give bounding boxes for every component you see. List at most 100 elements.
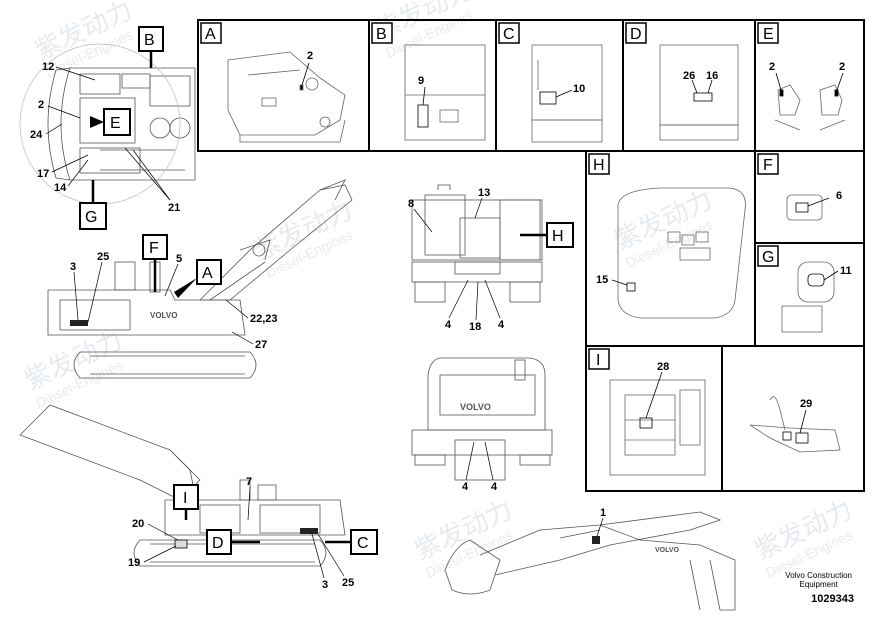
callout-29: 29 [800,398,812,410]
panel-label-E: E [757,22,779,44]
flag-F: F [142,234,168,292]
callout-front-18: 18 [469,321,481,333]
flag-C: C [325,529,378,555]
callout-front-4a: 4 [445,319,452,331]
callout-front-4b: 4 [498,319,505,331]
callout-top-14: 14 [54,182,67,194]
svg-text:B: B [144,32,155,49]
callout-B-9: 9 [418,75,424,87]
svg-text:I: I [183,490,187,507]
callout-C-10: 10 [573,83,585,95]
svg-text:H: H [552,228,564,245]
callout-top-2: 2 [38,99,44,111]
panel-label-C: C [498,22,520,44]
callout-top-24: 24 [30,129,43,141]
watermark: 紫发动力 Diesel-Engines 紫发动力 Diesel-Engines … [20,0,857,581]
svg-text:E: E [763,26,774,43]
panel-label-I: I [588,348,610,370]
callout-E-2: 2 [769,61,775,73]
flag-H: H [520,222,574,248]
svg-text:D: D [630,26,642,43]
callout-side-25: 25 [97,251,109,263]
boom-view-drawing [444,511,736,611]
callout-I-28: 28 [657,361,669,373]
flag-I: I [173,484,199,520]
panel-label-B: B [371,22,393,44]
decal-19-20 [174,539,188,549]
decal-1 [592,536,600,544]
callout-top-12: 12 [42,61,54,73]
callout-left-25: 25 [342,577,354,589]
detail-grid-top [197,19,865,492]
callout-D-26: 26 [683,70,695,82]
svg-text:C: C [357,535,369,552]
top-view-drawing [47,67,196,181]
panel-E-drawing [774,72,846,131]
callout-front-13: 13 [478,187,490,199]
svg-text:E: E [110,115,121,132]
detail-grid-frame [197,19,865,152]
callout-left-3: 3 [322,579,328,591]
callout-D-16: 16 [706,70,718,82]
callout-A-2: 2 [307,50,313,62]
panel-label-A: A [200,22,222,44]
svg-text:G: G [85,209,97,226]
callout-top-21: 21 [168,202,180,214]
callout-side-5: 5 [176,253,182,265]
flag-A: A [174,259,222,298]
caption-line2: Equipment [799,580,838,589]
callout-side-27: 27 [255,339,267,351]
caption: Volvo Construction Equipment [785,571,852,589]
flag-G: G [79,180,107,230]
rear-view-drawing [411,357,553,481]
panel-29-drawing [749,396,841,453]
svg-text:I: I [596,352,600,369]
callout-boom-1: 1 [600,507,606,519]
svg-text:D: D [212,535,224,552]
panel-C-drawing [531,44,603,143]
machine-logo-boom: VOLVO [655,547,680,554]
panel-G-drawing [781,261,839,333]
panel-label-H: H [588,153,610,175]
panel-labels: A B C D E F G H I [200,22,779,370]
panel-A-drawing [227,51,346,143]
svg-text:B: B [376,26,387,43]
callout-E-2b: 2 [839,61,845,73]
panel-D-drawing [659,44,739,141]
machine-logo-rear: VOLVO [460,402,491,412]
callout-top-17: 17 [37,168,49,180]
panel-F-drawing [786,194,830,221]
svg-text:F: F [149,240,159,257]
svg-text:A: A [202,265,213,282]
flag-B: B [138,26,164,68]
callout-left-7: 7 [246,476,252,488]
panel-H-drawing [611,187,746,319]
svg-text:G: G [762,249,774,266]
flag-E: E [90,108,131,136]
panel-I-drawing [609,371,706,476]
caption-line1: Volvo Construction [785,571,852,580]
panel-label-G: G [757,245,779,267]
callout-side-22-23: 22,23 [250,313,278,325]
callout-front-8: 8 [408,198,414,210]
svg-text:F: F [763,157,773,174]
callout-rear-4a: 4 [462,481,469,493]
panel-label-F: F [757,153,779,175]
callout-left-19: 19 [128,557,140,569]
callout-G-11: 11 [840,265,852,277]
flag-D: D [206,529,260,555]
decal-3-left [300,528,318,534]
document-number: 1029343 [811,593,854,605]
callout-H-15: 15 [596,274,608,286]
svg-text:H: H [593,157,605,174]
callout-side-3: 3 [70,261,76,273]
svg-text:A: A [205,26,216,43]
panel-label-D: D [625,22,647,44]
callout-left-20: 20 [132,518,144,530]
detail-grid-right [585,150,865,492]
callout-rear-4b: 4 [491,481,498,493]
panel-B-drawing [404,44,486,141]
machine-logo-right: VOLVO [150,311,177,320]
svg-text:C: C [503,26,515,43]
